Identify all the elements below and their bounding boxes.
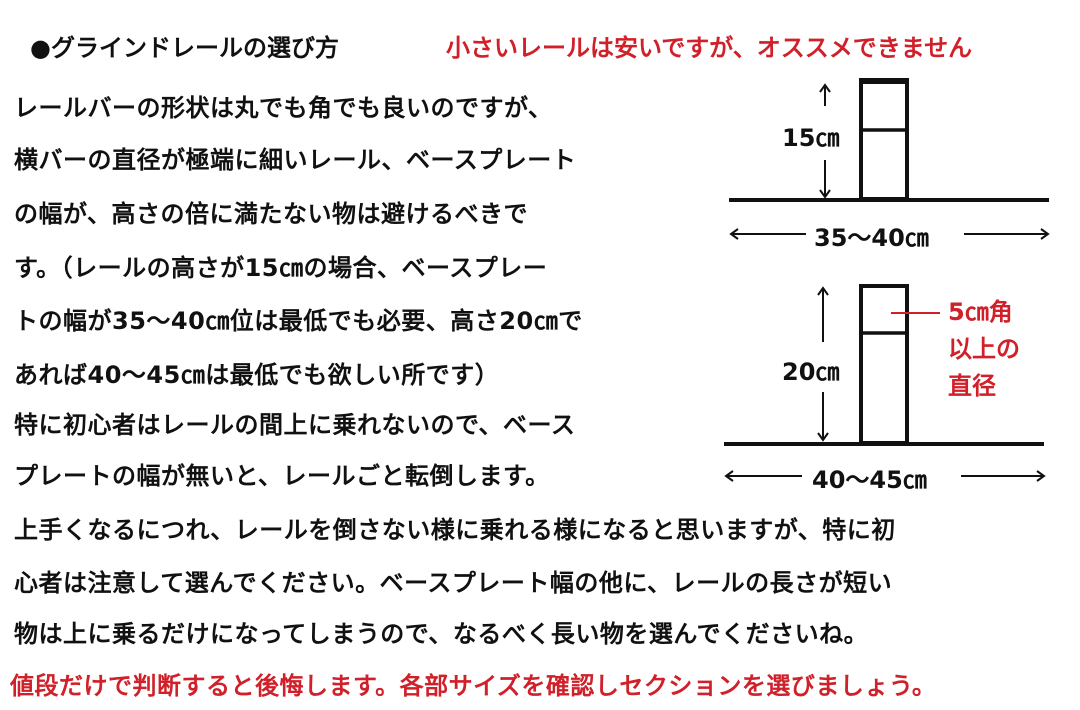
body-line: あれば40～45㎝は最低でも欲しい所です）	[14, 361, 500, 389]
header-warning: 小さいレールは安いですが、オススメできません	[446, 34, 973, 62]
height-label: 20㎝	[782, 358, 840, 386]
diameter-note: 5㎝角 以上の 直径	[948, 294, 1020, 405]
page-title: ●グラインドレールの選び方	[30, 34, 339, 62]
body-line: す。（レールの高さが15㎝の場合、ベースプレー	[14, 254, 548, 282]
body-line: 物は上に乗るだけになってしまうので、なるべく長い物を選んでくださいね。	[14, 620, 869, 648]
height-arrow-icon	[819, 83, 831, 199]
diameter-note-line: 直径	[948, 372, 996, 400]
width-label: 35～40㎝	[814, 224, 929, 252]
width-arrow-icon	[724, 470, 1046, 482]
diameter-note-line: 以上の	[948, 335, 1020, 363]
body-line: レールバーの形状は丸でも角でも良いのですが、	[14, 94, 553, 122]
height-arrow-icon	[817, 286, 829, 442]
width-label: 40～45㎝	[812, 466, 927, 494]
body-line: プレートの幅が無いと、レールごと転倒します。	[14, 462, 550, 490]
body-line: 横バーの直径が極端に細いレール、ベースプレート	[14, 146, 577, 174]
footer-warning: 値段だけで判断すると後悔します。各部サイズを確認しセクションを選びましょう。	[10, 672, 937, 700]
height-label: 15㎝	[782, 124, 840, 152]
width-arrow-icon	[729, 228, 1050, 240]
body-line: の幅が、高さの倍に満たない物は避けるべきで	[14, 200, 529, 228]
body-line: 特に初心者はレールの間上に乗れないので、ベース	[14, 411, 576, 439]
diameter-note-line: 5㎝角	[948, 298, 1013, 326]
body-line: 心者は注意して選んでください。ベースプレート幅の他に、レールの長さが短い	[14, 569, 893, 597]
body-line: トの幅が35～40㎝位は最低でも必要、高さ20㎝で	[14, 307, 583, 335]
body-line: 上手くなるにつれ、レールを倒さない様に乗れる様になると思いますが、特に初	[14, 516, 896, 544]
